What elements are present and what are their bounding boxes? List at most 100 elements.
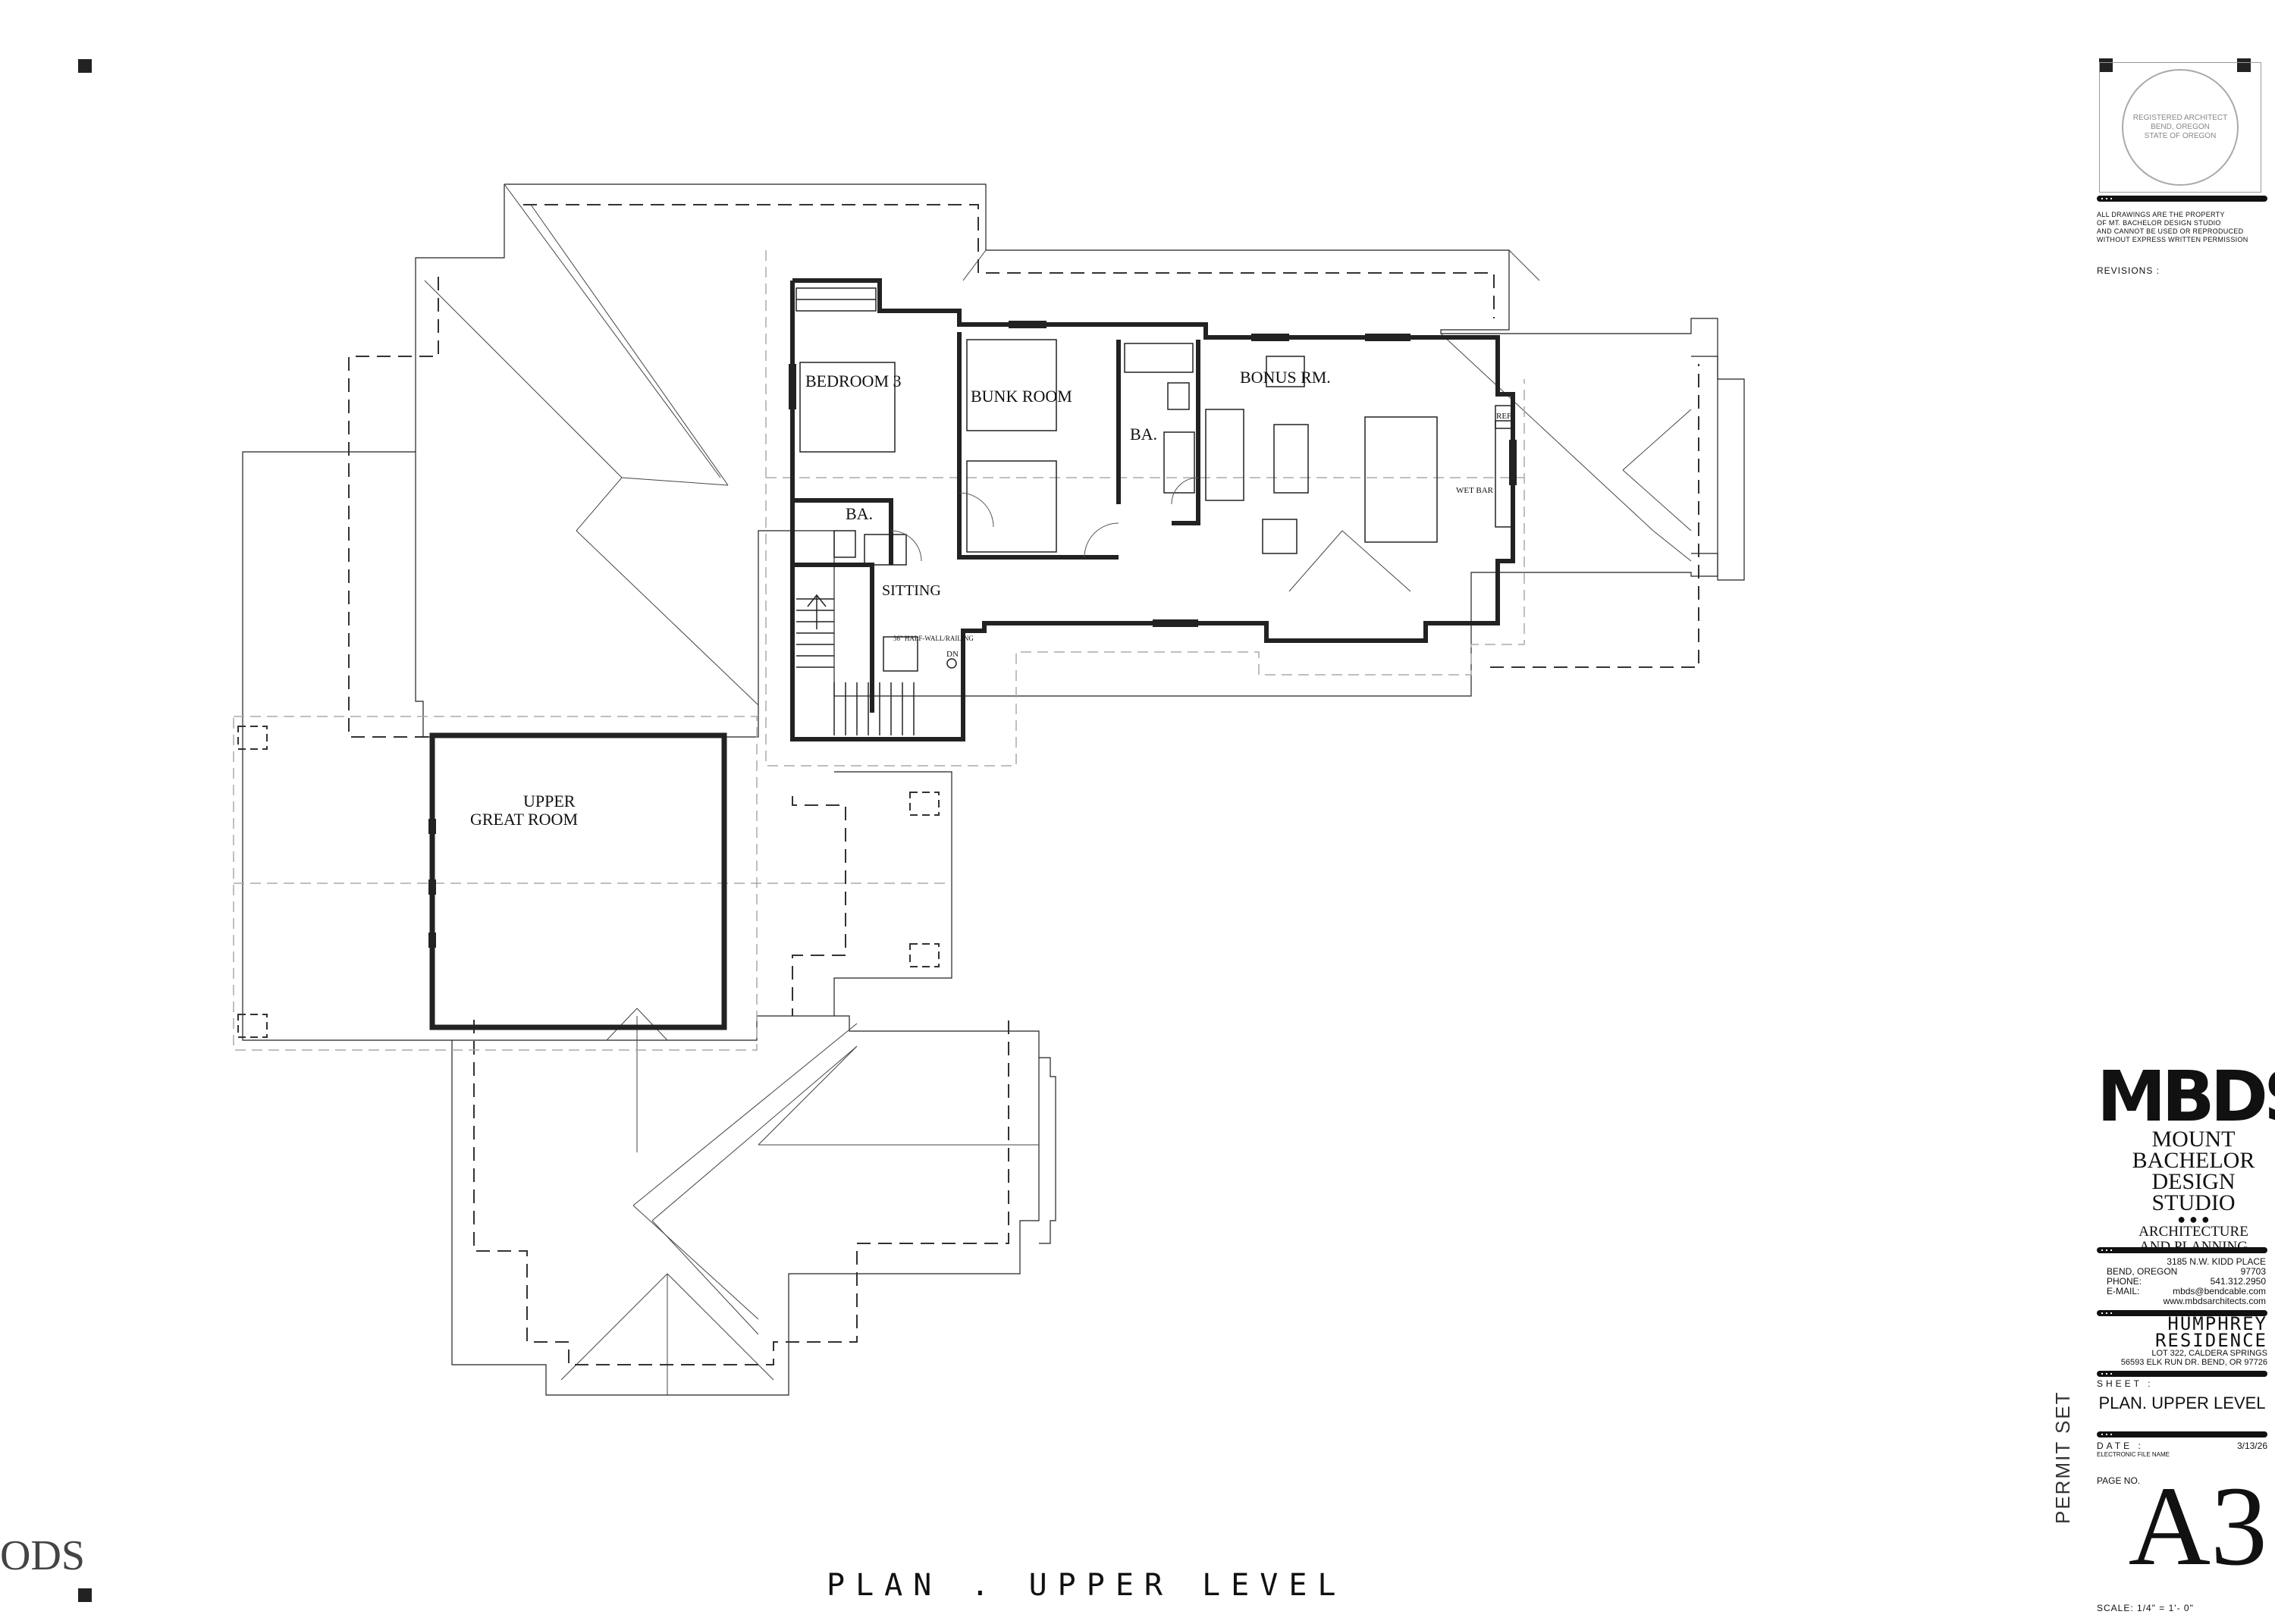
sheet-label: SHEET : bbox=[2097, 1378, 2154, 1389]
door-swing bbox=[1171, 477, 1199, 505]
dashed-wall-north bbox=[523, 204, 1495, 318]
notice-line1: ALL DRAWINGS ARE THE PROPERTY bbox=[2097, 211, 2225, 218]
post-mark bbox=[909, 792, 940, 816]
hip-line bbox=[1622, 469, 1692, 531]
roof-outline-south-right bbox=[1039, 1057, 1056, 1244]
registration-mark-top-right-a bbox=[2099, 58, 2113, 72]
hip-line bbox=[606, 1008, 638, 1041]
website: www.mbdsarchitects.com bbox=[2163, 1296, 2266, 1306]
hip-line bbox=[636, 1008, 668, 1041]
hip-line bbox=[621, 477, 729, 486]
post-mark bbox=[237, 726, 268, 750]
roof-outline-south bbox=[451, 1015, 1040, 1396]
label-sitting: SITTING bbox=[882, 582, 941, 599]
email-label: E-MAIL: bbox=[2107, 1286, 2140, 1296]
hip-line bbox=[632, 1205, 759, 1320]
toilet-2 bbox=[833, 530, 856, 558]
hip-line bbox=[1341, 530, 1411, 592]
label-ba-2: BA. bbox=[846, 504, 873, 523]
project-name-line1: HUMPHREY bbox=[2167, 1313, 2267, 1334]
label-ref: REF bbox=[1496, 412, 1511, 421]
sitting-chair bbox=[883, 636, 918, 672]
dashed-wall-center bbox=[792, 796, 846, 1016]
firm-name-line3: DESIGN bbox=[2151, 1169, 2236, 1194]
label-bunk-room: BUNK ROOM bbox=[971, 387, 1072, 406]
address-zip: 97703 bbox=[2240, 1266, 2266, 1277]
firm-address: 3185 N.W. KIDD PLACE BEND, OREGON 97703 P… bbox=[2107, 1257, 2266, 1306]
hip-line bbox=[651, 1220, 759, 1335]
date-block: DATE : 3/13/26 ELECTRONIC FILE NAME bbox=[2097, 1441, 2267, 1458]
bath-wall-2 bbox=[1172, 340, 1200, 525]
address-line: 3185 N.W. KIDD PLACE bbox=[2167, 1256, 2266, 1267]
registration-mark-bottom-left bbox=[78, 1588, 92, 1602]
project-lot: LOT 322, CALDERA SPRINGS bbox=[2151, 1349, 2267, 1358]
email-address: mbds@bendcable.com bbox=[2173, 1286, 2266, 1296]
hip-line bbox=[504, 183, 721, 478]
scale-label: SCALE: 1/4" = 1'- 0" bbox=[2097, 1603, 2194, 1613]
label-ba-1: BA. bbox=[1130, 425, 1157, 444]
project-name-line2: RESIDENCE bbox=[2154, 1330, 2267, 1351]
bunk-bed-2 bbox=[966, 460, 1057, 553]
registration-mark-top-left bbox=[78, 59, 92, 73]
seal-text-line2: BEND, OREGON bbox=[2151, 123, 2210, 131]
ref bbox=[1495, 405, 1513, 429]
dashed-wall-south bbox=[473, 1016, 1009, 1365]
armchair-2 bbox=[1262, 519, 1298, 554]
overhang-great-room bbox=[233, 716, 758, 1051]
notice-line3: AND CANNOT BE USED OR REPRODUCED bbox=[2097, 227, 2244, 235]
page-number-label: PAGE NO. bbox=[2097, 1475, 2141, 1486]
corner-watermark: ODS bbox=[0, 1532, 86, 1579]
revisions-label: REVISIONS : bbox=[2097, 265, 2160, 276]
roof-outline-northwest bbox=[415, 184, 505, 452]
phone-label: PHONE: bbox=[2107, 1276, 2142, 1287]
project-address: 56593 ELK RUN DR. BEND, OR 97726 bbox=[2120, 1358, 2267, 1367]
vanity-2 bbox=[864, 534, 907, 566]
door-swing bbox=[890, 530, 922, 562]
label-upper-great-room-1: UPPER bbox=[523, 792, 576, 810]
hip-line bbox=[651, 1046, 858, 1221]
bunk-bed-1 bbox=[966, 339, 1057, 431]
phone-number: 541.312.2950 bbox=[2210, 1276, 2266, 1287]
title-block-divider-4 bbox=[2097, 1371, 2267, 1377]
pool-table bbox=[1364, 416, 1438, 543]
overhang-upper bbox=[765, 250, 1525, 767]
label-railing: 36" HALF-WALL/RAILING bbox=[893, 635, 974, 642]
sheet-name: PLAN. UPPER LEVEL bbox=[2098, 1394, 2266, 1412]
firm-dots: ● ● ● bbox=[2177, 1212, 2210, 1227]
seal-text-line3: STATE OF OREGON bbox=[2144, 132, 2217, 140]
hip-line bbox=[424, 280, 623, 478]
date-value: 3/13/26 bbox=[2236, 1441, 2267, 1451]
firm-tagline-1: ARCHITECTURE bbox=[2138, 1224, 2248, 1240]
bunk-room-west-wall bbox=[957, 332, 1119, 560]
label-bonus-rm: BONUS RM. bbox=[1240, 368, 1331, 387]
label-wet-bar: WET BAR bbox=[1456, 486, 1494, 495]
vanity bbox=[1163, 431, 1195, 494]
tub bbox=[1124, 343, 1194, 373]
hip-line bbox=[1288, 530, 1343, 592]
page-number: A3 bbox=[2128, 1463, 2267, 1589]
upper-floor-outline bbox=[790, 278, 1515, 741]
firm-name-line4: STUDIO bbox=[2151, 1190, 2236, 1215]
bed-bedroom bbox=[799, 362, 896, 453]
dashed-wall-east bbox=[1490, 364, 1699, 668]
hip-line bbox=[576, 530, 759, 706]
address-city: BEND, OREGON bbox=[2107, 1266, 2178, 1277]
hip-line bbox=[530, 204, 729, 486]
dashed-wall-west bbox=[348, 277, 439, 738]
date-label: DATE : bbox=[2097, 1441, 2144, 1451]
seal-text-line1: REGISTERED ARCHITECT bbox=[2132, 114, 2228, 122]
seal-text: REGISTERED ARCHITECT BEND, OREGON STATE … bbox=[2133, 114, 2227, 141]
label-dn: DN bbox=[946, 650, 959, 659]
post-mark bbox=[237, 1014, 268, 1038]
file-label: ELECTRONIC FILE NAME bbox=[2097, 1451, 2170, 1458]
firm-logo: MBDS MOUNT BACHELOR DESIGN STUDIO ● ● ● … bbox=[2097, 1062, 2275, 1255]
ownership-notice: ALL DRAWINGS ARE THE PROPERTY OF MT. BAC… bbox=[2097, 211, 2267, 244]
coffee-table bbox=[1273, 424, 1309, 494]
armchair-1 bbox=[1266, 356, 1305, 387]
firm-name-line2: BACHELOR bbox=[2132, 1148, 2255, 1173]
seal-ring: REGISTERED ARCHITECT BEND, OREGON STATE … bbox=[2122, 69, 2239, 186]
architect-seal: REGISTERED ARCHITECT BEND, OREGON STATE … bbox=[2099, 62, 2261, 193]
project-info: HUMPHREY RESIDENCE LOT 322, CALDERA SPRI… bbox=[2097, 1315, 2267, 1367]
post-mark bbox=[909, 943, 940, 967]
toilet bbox=[1167, 382, 1190, 410]
